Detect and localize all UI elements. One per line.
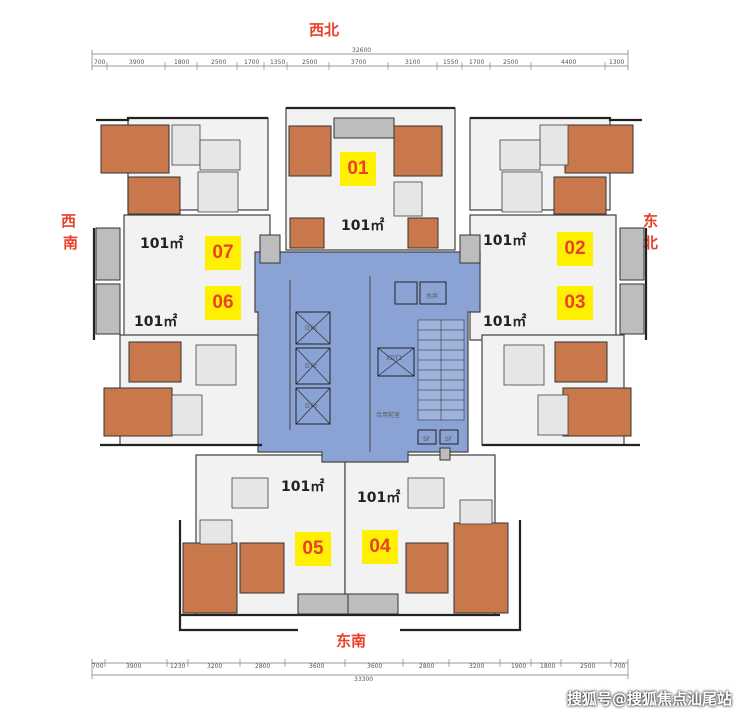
top-dim-seg: 1800	[174, 59, 190, 66]
sf-label: SF	[423, 436, 431, 443]
unit-area-04: 101㎡	[357, 490, 401, 506]
direction-east: 东	[643, 212, 659, 230]
top-dim-seg: 2500	[302, 59, 318, 66]
bathrooms	[171, 124, 569, 545]
unit-number-07: 07	[205, 236, 241, 270]
bottom-dim-seg: 2800	[419, 663, 435, 670]
sf-label: SF	[445, 436, 453, 443]
bottom-dim-seg: 3600	[367, 663, 383, 670]
bottom-dim-seg: 700	[614, 663, 626, 670]
top-dim-seg: 3900	[129, 59, 145, 66]
bottom-dim-seg: 3200	[207, 663, 223, 670]
top-dim-seg: 4400	[561, 59, 577, 66]
unit-area-01: 101㎡	[341, 218, 385, 234]
bedrooms	[100, 124, 634, 614]
watermark: 搜狐号@搜狐焦点汕尾站	[566, 690, 732, 708]
unit-area-06: 101㎡	[134, 314, 178, 330]
elevator-label: DT1	[305, 325, 318, 332]
elevator-label: DT3	[305, 403, 318, 410]
top-dim-seg: 2500	[503, 59, 519, 66]
bottom-dim-seg: 2500	[580, 663, 596, 670]
lobby-label: 合用前室	[376, 412, 401, 419]
outer-walls	[92, 106, 648, 632]
bottom-dim-seg: 2800	[255, 663, 271, 670]
direction-west: 西	[61, 212, 77, 230]
top-dim-seg: 1350	[270, 59, 286, 66]
core-walls	[289, 276, 371, 615]
unit-number-06: 06	[205, 286, 241, 320]
top-dim-seg: 1550	[443, 59, 459, 66]
unit-area-03: 101㎡	[483, 314, 527, 330]
unit-area-07: 101㎡	[140, 236, 184, 252]
unit-number-02: 02	[557, 232, 593, 266]
top-dim-seg: 1300	[609, 59, 625, 66]
direction-northwest: 西北	[309, 21, 340, 39]
bottom-dim-seg: 3600	[309, 663, 325, 670]
top-dim-seg: 2500	[211, 59, 227, 66]
top-dim-seg: 3700	[351, 59, 367, 66]
bottom-dim-seg: 1800	[540, 663, 556, 670]
unit-area-02: 101㎡	[483, 233, 527, 249]
unit-number-04: 04	[362, 530, 398, 564]
top-dim-total: 32600	[352, 47, 372, 54]
fire-elevator-label: XDT1	[386, 355, 403, 362]
top-dim-seg: 3100	[405, 59, 421, 66]
balconies	[95, 117, 645, 615]
bottom-dim-seg: 3900	[126, 663, 142, 670]
unit-number-03: 03	[557, 286, 593, 320]
bottom-dim-total: 33300	[354, 676, 374, 683]
unit-number-05: 05	[295, 532, 331, 566]
unit-area-05: 101㎡	[281, 479, 325, 495]
bottom-dim-seg: 3200	[469, 663, 485, 670]
direction-south: 南	[63, 234, 79, 252]
direction-southeast: 东南	[336, 632, 367, 650]
top-dim-seg: 1700	[469, 59, 485, 66]
bottom-dim-seg: 1230	[170, 663, 186, 670]
water-shaft-label: 水井	[426, 293, 439, 300]
elevator-label: DT2	[305, 363, 318, 370]
staircase	[417, 319, 465, 421]
elevator-crosses	[295, 311, 415, 425]
top-dim-seg: 700	[94, 59, 106, 66]
bottom-dim-seg: 700	[92, 663, 104, 670]
top-dim-seg: 1700	[244, 59, 260, 66]
unit-number-01: 01	[340, 152, 376, 186]
bottom-dim-seg: 1900	[511, 663, 527, 670]
